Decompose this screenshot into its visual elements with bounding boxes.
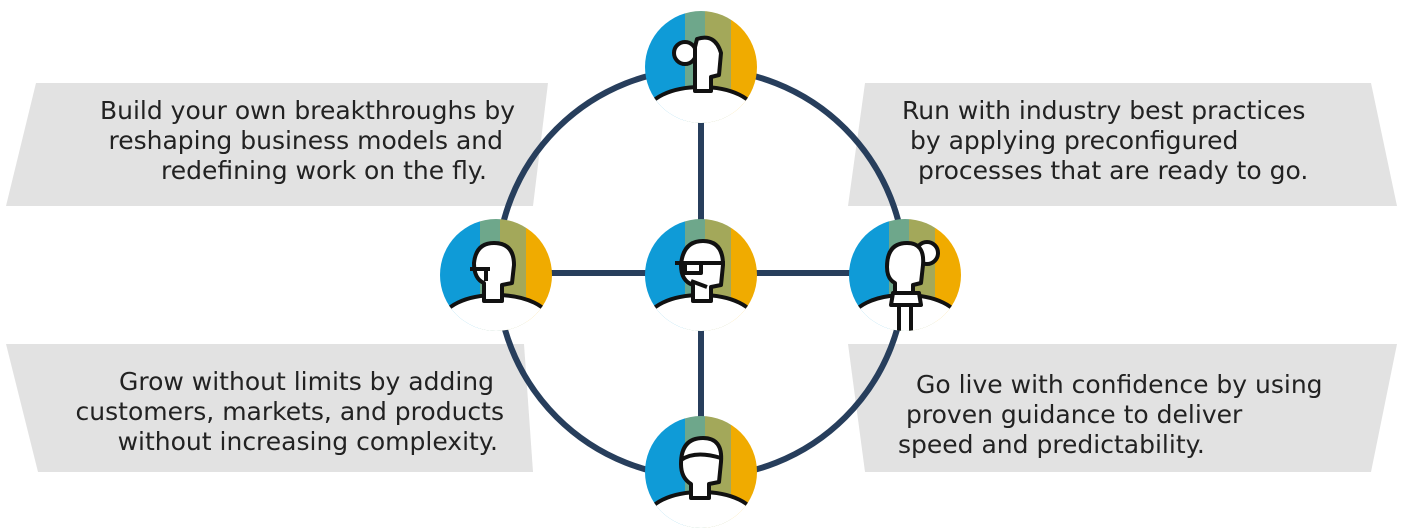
text-line: Build your own breakthroughs by	[99, 96, 515, 125]
text-block-bottom-right: Go live with confidence by using proven …	[898, 370, 1358, 460]
person-avatar-bottom	[645, 416, 757, 531]
person-avatar-top	[645, 11, 757, 139]
banner-bottom-left	[6, 344, 533, 472]
banner-top-right	[848, 83, 1397, 206]
text-line: without increasing complexity.	[117, 427, 498, 456]
text-block-top-right: Run with industry best practices by appl…	[902, 96, 1342, 186]
text-line: redefining work on the fly.	[161, 156, 487, 185]
text-block-top-left: Build your own breakthroughs by reshapin…	[60, 96, 515, 186]
text-line: speed and predictability.	[898, 430, 1205, 459]
person-avatar-right	[849, 219, 961, 347]
text-line: Run with industry best practices	[902, 96, 1306, 125]
banner-top-left	[6, 83, 548, 206]
text-line: Grow without limits by adding	[118, 367, 494, 396]
person-avatar-left	[440, 219, 552, 347]
text-line: proven guidance to deliver	[906, 400, 1243, 429]
text-line: processes that are ready to go.	[918, 156, 1309, 185]
text-line: Go live with confidence by using	[916, 370, 1323, 399]
person-avatar-center	[645, 219, 757, 347]
text-line: customers, markets, and products	[75, 397, 504, 426]
text-line: by applying preconfigured	[910, 126, 1239, 155]
text-line: reshaping business models and	[108, 126, 503, 155]
text-block-bottom-left: Grow without limits by adding customers,…	[40, 367, 504, 457]
banner-bottom-right	[848, 344, 1397, 472]
